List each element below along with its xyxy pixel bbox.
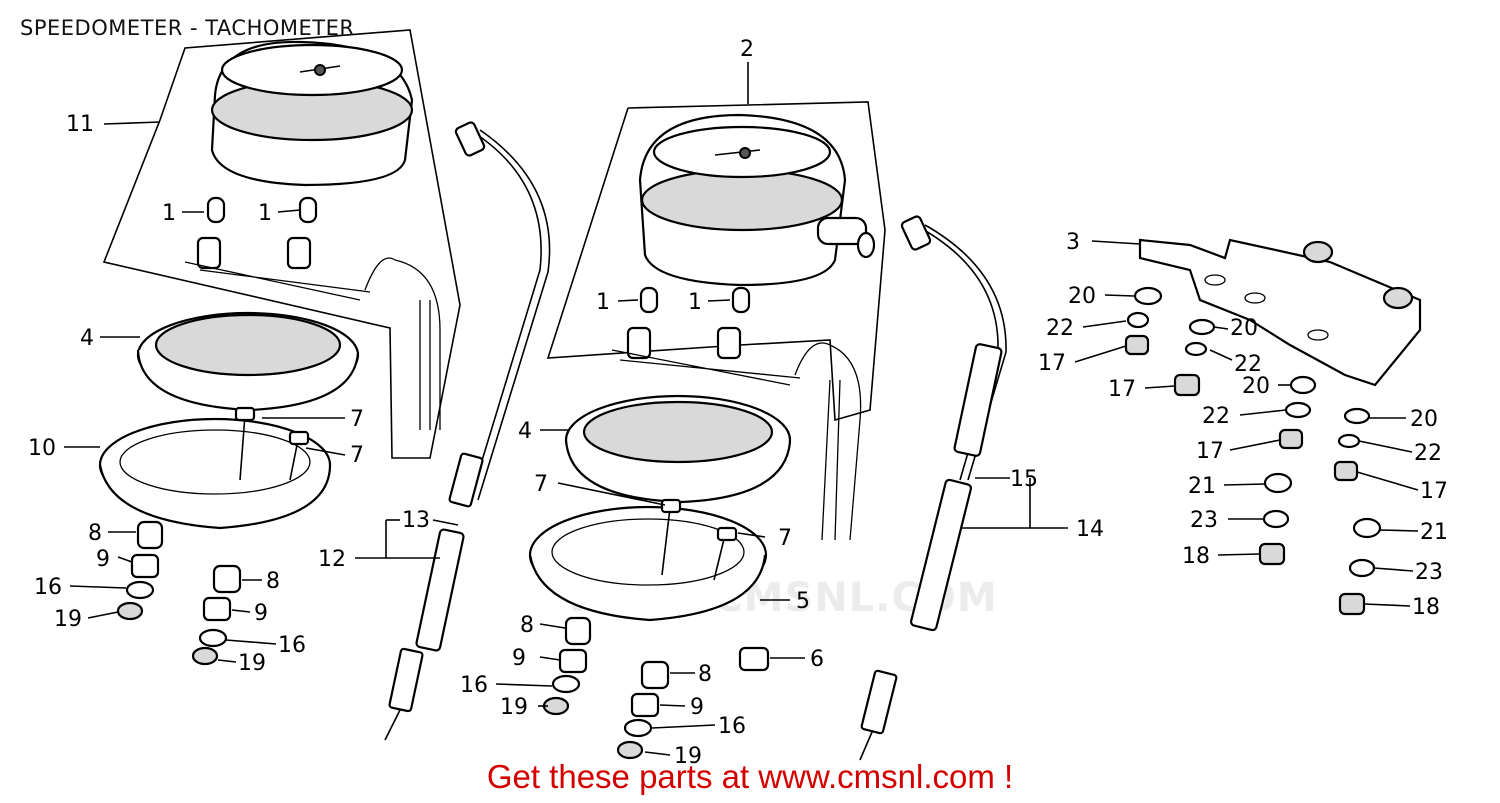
- callout-15: 15: [1010, 467, 1038, 492]
- speedometer-lower-cover: [528, 498, 768, 622]
- callout-9: 9: [690, 695, 704, 720]
- callout-17: 17: [1196, 439, 1224, 464]
- speedometer-housing: [638, 113, 876, 287]
- callout-7: 7: [778, 526, 792, 551]
- callout-9: 9: [512, 646, 526, 671]
- speedometer-assembly-bracket: [546, 62, 886, 422]
- callout-1: 1: [596, 290, 610, 315]
- tachometer-lower-cover: [98, 406, 332, 530]
- callout-17: 17: [1108, 377, 1136, 402]
- callout-11: 11: [66, 112, 94, 137]
- bulb-socket-center: [611, 286, 862, 541]
- callout-22: 22: [1046, 316, 1074, 341]
- callout-1: 1: [258, 201, 272, 226]
- tachometer-case: [136, 311, 360, 412]
- meter-bracket: [1138, 238, 1422, 387]
- callout-4: 4: [518, 419, 532, 444]
- callout-19: 19: [238, 651, 266, 676]
- callout-22: 22: [1414, 441, 1442, 466]
- callout-19: 19: [54, 607, 82, 632]
- callout-9: 9: [96, 547, 110, 572]
- callout-8: 8: [698, 662, 712, 687]
- callout-17: 17: [1420, 479, 1448, 504]
- callout-labels: 11 1 1 4 10 7 7 8 9 16 19 8 9 16 19 12 1…: [28, 37, 1448, 769]
- callout-16: 16: [278, 633, 306, 658]
- small-parts-center: [542, 616, 770, 760]
- callout-3: 3: [1066, 230, 1080, 255]
- callout-23: 23: [1415, 560, 1443, 585]
- leader-lines: [64, 121, 1419, 756]
- callout-9: 9: [254, 601, 268, 626]
- speedometer-cable: [859, 215, 1007, 761]
- callout-13: 13: [402, 508, 430, 533]
- callout-4: 4: [80, 326, 94, 351]
- callout-1: 1: [688, 290, 702, 315]
- callout-20: 20: [1230, 316, 1258, 341]
- tachometer-assembly-bracket: [102, 29, 461, 459]
- callout-6: 6: [810, 647, 824, 672]
- callout-21: 21: [1188, 474, 1216, 499]
- callout-10: 10: [28, 436, 56, 461]
- callout-19: 19: [500, 695, 528, 720]
- callout-17: 17: [1038, 351, 1066, 376]
- diagram-title: SPEEDOMETER - TACHOMETER: [20, 16, 355, 40]
- callout-23: 23: [1190, 508, 1218, 533]
- speedometer-case: [564, 394, 792, 504]
- tachometer-housing: [210, 40, 414, 187]
- callout-16: 16: [34, 575, 62, 600]
- promo-banner: Get these parts at www.cmsnl.com !: [486, 758, 1014, 795]
- callout-8: 8: [520, 613, 534, 638]
- callout-16: 16: [718, 714, 746, 739]
- callout-20: 20: [1410, 407, 1438, 432]
- callout-7: 7: [534, 472, 548, 497]
- callout-22: 22: [1234, 352, 1262, 377]
- callout-18: 18: [1182, 544, 1210, 569]
- callout-12: 12: [318, 547, 346, 572]
- callout-7: 7: [350, 407, 364, 432]
- callout-8: 8: [88, 521, 102, 546]
- bulb-socket-left: [184, 196, 441, 430]
- callout-16: 16: [460, 673, 488, 698]
- callout-8: 8: [266, 569, 280, 594]
- callout-20: 20: [1242, 374, 1270, 399]
- callout-19: 19: [674, 744, 702, 769]
- callout-18: 18: [1412, 595, 1440, 620]
- callout-20: 20: [1068, 284, 1096, 309]
- callout-7: 7: [350, 443, 364, 468]
- callout-21: 21: [1420, 520, 1448, 545]
- callout-22: 22: [1202, 404, 1230, 429]
- callout-5: 5: [796, 589, 810, 614]
- small-parts-left: [116, 520, 242, 666]
- callout-2: 2: [740, 37, 754, 62]
- tachometer-cable: [384, 121, 551, 741]
- callout-14: 14: [1076, 517, 1104, 542]
- callout-1: 1: [162, 201, 176, 226]
